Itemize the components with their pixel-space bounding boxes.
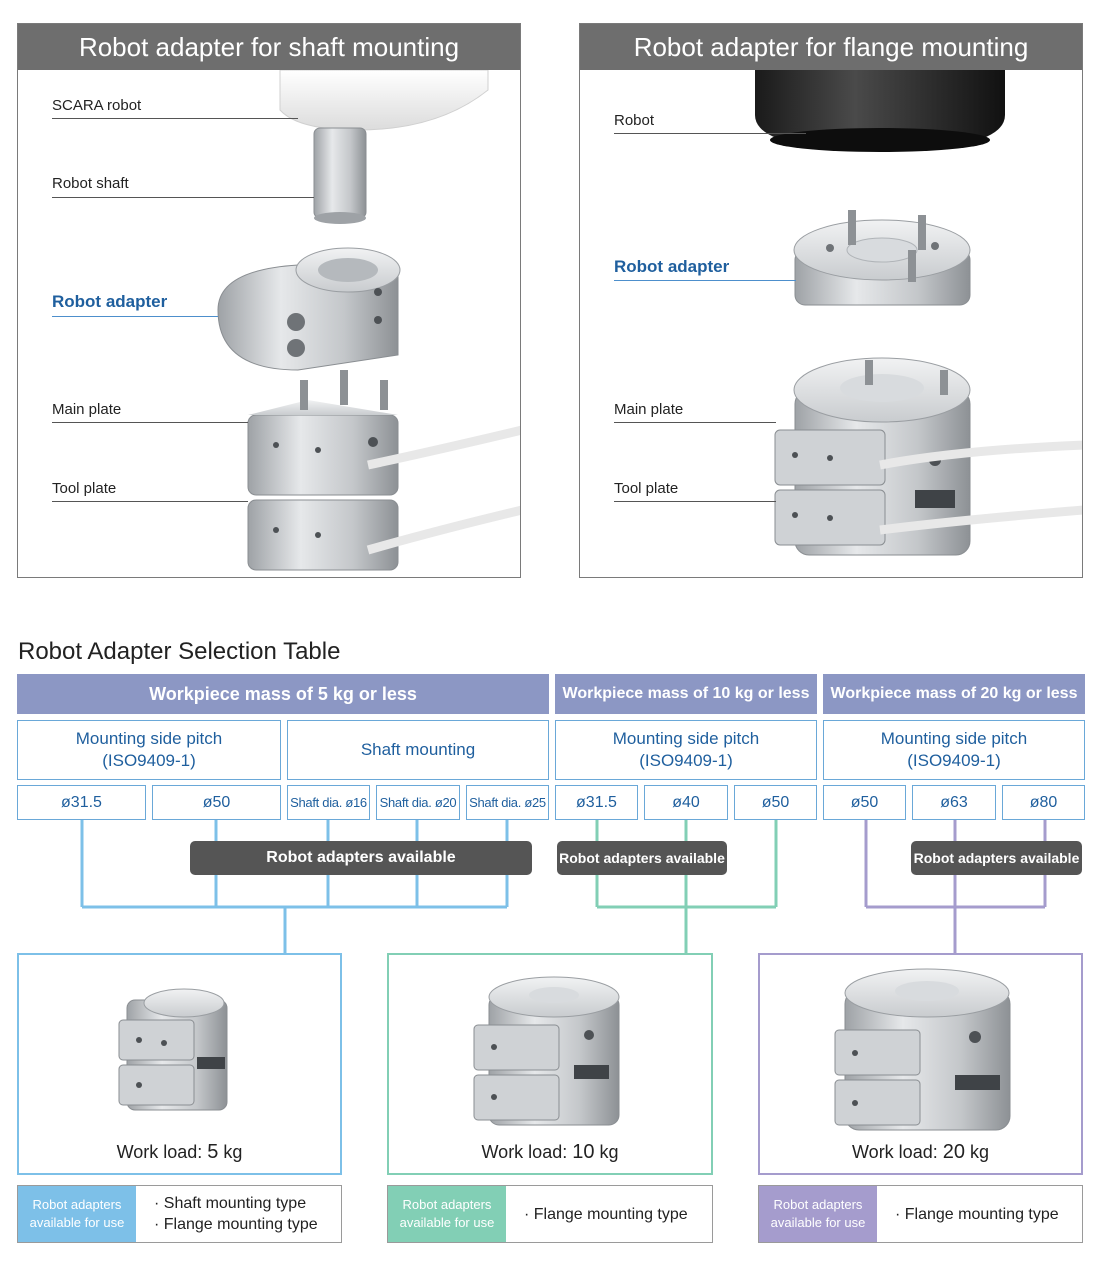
leader-robot — [614, 133, 806, 134]
leader-scara — [52, 118, 298, 119]
availability-tag-line: available for use — [399, 1215, 495, 1230]
label-robot-adapter: Robot adapter — [614, 257, 730, 276]
product-20kg: Work load: 20 kg — [758, 953, 1083, 1175]
availability-20kg: Robot adapters available for use · Flange… — [758, 1185, 1083, 1243]
availability-tag: Robot adapters available for use — [18, 1186, 136, 1242]
available-pill: Robot adapters available — [190, 841, 532, 875]
work-load-value: 20 — [942, 1141, 965, 1163]
label-main-plate: Main plate — [52, 401, 122, 418]
selection-table-title: Robot Adapter Selection Table — [18, 638, 341, 665]
leader-tool — [52, 501, 248, 502]
subhead-shaft-mounting: Shaft mounting — [287, 720, 549, 780]
work-load-value: 10 — [572, 1141, 595, 1163]
connector-10kg — [595, 820, 778, 953]
mounting-type-list: · Shaft mounting type · Flange mounting … — [154, 1186, 318, 1242]
panel-title: Robot adapter for flange mounting — [580, 24, 1082, 70]
mounting-type: · Flange mounting type — [895, 1205, 1059, 1223]
label-tool-plate: Tool plate — [52, 480, 117, 497]
work-load-label: Work load: 20 kg — [760, 1141, 1081, 1164]
mounting-type-list: · Flange mounting type — [524, 1186, 688, 1242]
subhead-line: Mounting side pitch — [75, 729, 223, 748]
label-robot: Robot — [614, 112, 655, 129]
product-image — [118, 988, 228, 1111]
subhead-line: (ISO9409-1) — [907, 751, 1001, 770]
flange-mounting-panel: Robot adapter for flange mounting Robot — [579, 23, 1083, 578]
available-pill: Robot adapters available — [911, 841, 1082, 875]
availability-tag: Robot adapters available for use — [759, 1186, 877, 1242]
panel-title: Robot adapter for shaft mounting — [18, 24, 520, 70]
flange-mounting-illustration — [755, 70, 1082, 556]
leader-main — [52, 422, 248, 423]
size-cell: ø80 — [1002, 785, 1085, 820]
size-cell: ø50 — [823, 785, 906, 820]
mounting-type-list: · Flange mounting type — [895, 1186, 1059, 1242]
group-header-10kg: Workpiece mass of 10 kg or less — [555, 674, 817, 714]
shaft-mounting-panel: Robot adapter for shaft mounting SCARA r… — [17, 23, 521, 578]
availability-tag: Robot adapters available for use — [388, 1186, 506, 1242]
subhead-pitch-10kg: Mounting side pitch (ISO9409-1) — [555, 720, 817, 780]
mounting-type: · Flange mounting type — [154, 1216, 318, 1233]
availability-tag-line: available for use — [770, 1215, 866, 1230]
product-10kg: Work load: 10 kg — [387, 953, 713, 1175]
leader-main — [614, 422, 776, 423]
work-load-prefix: Work load: — [852, 1142, 943, 1162]
availability-10kg: Robot adapters available for use · Flange… — [387, 1185, 713, 1243]
leader-shaft — [52, 197, 314, 198]
work-load-value: 5 — [207, 1141, 219, 1163]
subhead-line: (ISO9409-1) — [639, 751, 733, 770]
mounting-type: · Flange mounting type — [524, 1205, 688, 1223]
mounting-type: · Shaft mounting type — [154, 1195, 307, 1212]
work-load-unit: kg — [594, 1142, 619, 1162]
leader-adapter — [52, 316, 218, 317]
connector-20kg — [864, 820, 1047, 953]
work-load-prefix: Work load: — [116, 1142, 208, 1162]
size-cell: Shaft dia. ø25 — [466, 785, 549, 820]
leader-tool — [614, 501, 776, 502]
availability-5kg: Robot adapters available for use · Shaft … — [17, 1185, 342, 1243]
label-tool-plate: Tool plate — [614, 480, 679, 497]
size-cell: Shaft dia. ø20 — [376, 785, 460, 820]
work-load-unit: kg — [964, 1142, 989, 1162]
label-scara-robot: SCARA robot — [52, 97, 142, 114]
subhead-pitch-20kg: Mounting side pitch (ISO9409-1) — [823, 720, 1085, 780]
work-load-label: Work load: 10 kg — [389, 1141, 711, 1164]
group-header-5kg: Workpiece mass of 5 kg or less — [17, 674, 549, 714]
size-cell: ø50 — [152, 785, 281, 820]
leader-adapter — [614, 280, 796, 281]
subhead-line: Mounting side pitch — [612, 729, 760, 748]
size-cell: ø63 — [912, 785, 996, 820]
available-pill: Robot adapters available — [557, 841, 727, 875]
shaft-mounting-illustration — [217, 70, 520, 571]
availability-tag-line: available for use — [29, 1215, 125, 1230]
work-load-prefix: Work load: — [481, 1142, 573, 1162]
availability-tag-line: Robot adapters — [402, 1197, 492, 1212]
work-load-label: Work load: 5 kg — [19, 1141, 340, 1164]
subhead-line: (ISO9409-1) — [102, 751, 196, 770]
size-cell: ø31.5 — [17, 785, 146, 820]
connector-5kg — [80, 820, 509, 953]
subhead-pitch-5kg: Mounting side pitch (ISO9409-1) — [17, 720, 281, 780]
size-cell: ø40 — [644, 785, 728, 820]
size-cell: Shaft dia. ø16 — [287, 785, 370, 820]
label-main-plate: Main plate — [614, 401, 684, 418]
size-cell: ø31.5 — [555, 785, 638, 820]
work-load-unit: kg — [218, 1142, 243, 1162]
availability-tag-line: Robot adapters — [32, 1197, 122, 1212]
product-image — [473, 976, 620, 1126]
group-header-20kg: Workpiece mass of 20 kg or less — [823, 674, 1085, 714]
subhead-line: Mounting side pitch — [880, 729, 1028, 748]
label-robot-shaft: Robot shaft — [52, 175, 129, 192]
product-image — [834, 968, 1011, 1131]
availability-tag-line: Robot adapters — [773, 1197, 863, 1212]
label-robot-adapter: Robot adapter — [52, 292, 168, 311]
product-5kg: Work load: 5 kg — [17, 953, 342, 1175]
size-cell: ø50 — [734, 785, 817, 820]
